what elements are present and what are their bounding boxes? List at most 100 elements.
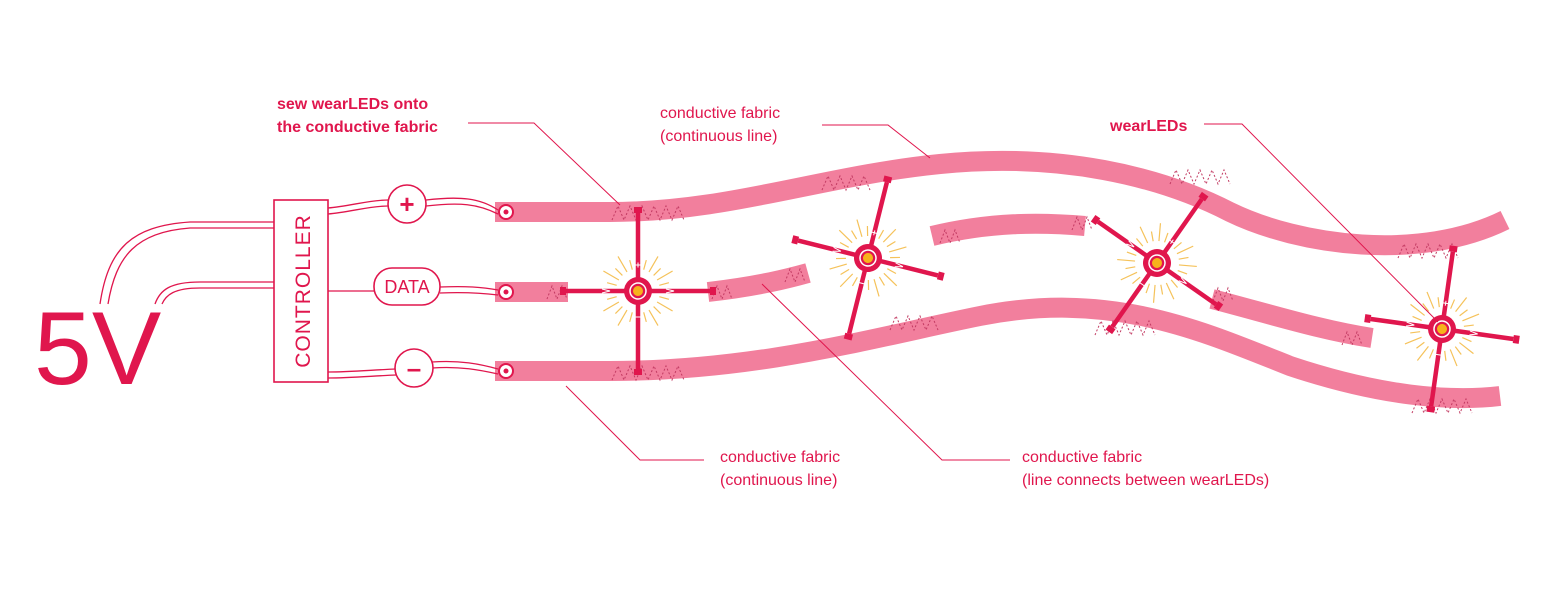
led-ring xyxy=(629,282,647,300)
led-arrow xyxy=(1469,330,1478,336)
led-ring xyxy=(1148,254,1166,272)
led-glow-ray xyxy=(1132,276,1141,285)
led-pad xyxy=(1448,245,1458,253)
led-glow-ray xyxy=(882,228,897,243)
top-fabric-strip xyxy=(495,150,1510,256)
leader-wearleds xyxy=(1204,123,1439,323)
led-glow-ray xyxy=(839,273,854,288)
callout-data-fabric-line2: (line connects between wearLEDs) xyxy=(1022,472,1269,489)
led-glow-ray xyxy=(653,306,662,315)
leader-sew xyxy=(468,122,621,206)
controller: CONTROLLER xyxy=(273,199,329,383)
led-glow-ray xyxy=(1139,226,1149,244)
led-pad xyxy=(882,175,893,184)
led-glow-ray xyxy=(617,256,628,273)
led-glow-ray xyxy=(606,282,617,286)
callout-data-fabric-line1: conductive fabric xyxy=(1022,449,1142,466)
led-glow-ray xyxy=(866,225,869,236)
callout-wearleds: wearLEDs xyxy=(1109,118,1187,135)
led-glow-ray xyxy=(886,241,896,248)
led-glow-ray xyxy=(1177,269,1188,275)
led-glow-ray xyxy=(1416,346,1429,361)
led-minus-mark xyxy=(859,282,865,285)
led-glow-ray xyxy=(1437,297,1440,308)
led-ring xyxy=(859,249,877,267)
led-minus-mark xyxy=(1139,282,1145,287)
led-glow-ray xyxy=(878,276,885,286)
led-arrow xyxy=(601,288,611,294)
led-glow-ray xyxy=(1404,336,1422,345)
led-glow-ray xyxy=(851,276,858,287)
led-glow-ray xyxy=(1158,223,1162,242)
led-glow-ray xyxy=(648,309,659,326)
power-label: 5V xyxy=(34,291,161,407)
callout-bottom-fabric-line1: conductive fabric xyxy=(720,449,840,466)
led-glow-ray xyxy=(1165,282,1175,300)
led-pad xyxy=(1364,314,1372,323)
fabric-strips xyxy=(495,150,1510,409)
led-glow-ray xyxy=(1422,303,1430,312)
negative-symbol: – xyxy=(407,353,421,383)
led-glow-ray xyxy=(1455,297,1468,312)
led-glow-ray xyxy=(839,241,850,248)
connector-negative: – xyxy=(394,348,434,388)
led-pad xyxy=(791,235,800,245)
led-glow-ray xyxy=(1416,341,1425,349)
led-pad xyxy=(1198,191,1209,202)
led-pad xyxy=(1426,405,1436,413)
led-arrow xyxy=(1406,321,1415,327)
leader-bottom-fabric xyxy=(565,385,704,461)
led-glow-ray xyxy=(656,301,673,312)
led-glow-ray xyxy=(1150,231,1154,242)
led-glow-ray xyxy=(1163,232,1169,243)
led-pad xyxy=(843,332,854,341)
controller-label: CONTROLLER xyxy=(292,214,315,368)
led-arrow xyxy=(665,288,675,294)
led-pad xyxy=(936,271,945,281)
controller-box xyxy=(273,199,329,383)
led-glow-ray xyxy=(851,230,858,240)
led-glow-ray xyxy=(1125,266,1136,270)
led-glow-ray xyxy=(629,259,633,270)
led-plus-mark xyxy=(1170,239,1174,245)
led-pad xyxy=(634,369,642,375)
callout-top-fabric-line1: conductive fabric xyxy=(660,105,780,122)
led-glow-ray xyxy=(878,229,885,240)
led-glow-ray xyxy=(840,268,850,275)
wearled xyxy=(791,175,945,341)
led-glow-ray xyxy=(643,259,647,270)
leader-top-fabric xyxy=(822,124,931,159)
led-glow-ray xyxy=(1117,258,1136,262)
led-glow-ray xyxy=(648,256,659,273)
led-glow-ray xyxy=(1450,299,1456,309)
led-glow-ray xyxy=(1152,284,1156,303)
led-glow-ray xyxy=(873,279,880,297)
led-glow-ray xyxy=(659,282,670,286)
led-glow-ray xyxy=(653,267,662,276)
led-arrow xyxy=(832,246,842,252)
led-pad xyxy=(634,207,642,213)
data-fabric-segment-3 xyxy=(929,213,1086,246)
led-glow-ray xyxy=(886,268,897,275)
callout-sew-line2: the conductive fabric xyxy=(277,119,438,136)
led-glow-ray xyxy=(890,256,901,259)
led-glow-ray xyxy=(1463,324,1474,327)
led-glow-ray xyxy=(1145,283,1151,294)
led-pad xyxy=(710,287,716,295)
led-glow-ray xyxy=(1462,337,1472,343)
led-glow-ray xyxy=(829,263,847,270)
led-glow-ray xyxy=(835,257,846,260)
led-pad xyxy=(1512,335,1520,344)
led-center xyxy=(1152,258,1162,268)
led-arrow xyxy=(894,262,904,268)
led-glow-ray xyxy=(614,267,623,276)
data-tag-label: DATA xyxy=(384,277,429,297)
connector-positive: + xyxy=(387,184,427,224)
led-center xyxy=(1437,324,1447,334)
led-glow-ray xyxy=(643,312,647,323)
callout-top-fabric-line2: (continuous line) xyxy=(660,128,777,145)
wearled xyxy=(1090,191,1224,335)
led-glow-ray xyxy=(1412,315,1422,321)
led-glow-ray xyxy=(614,306,623,315)
